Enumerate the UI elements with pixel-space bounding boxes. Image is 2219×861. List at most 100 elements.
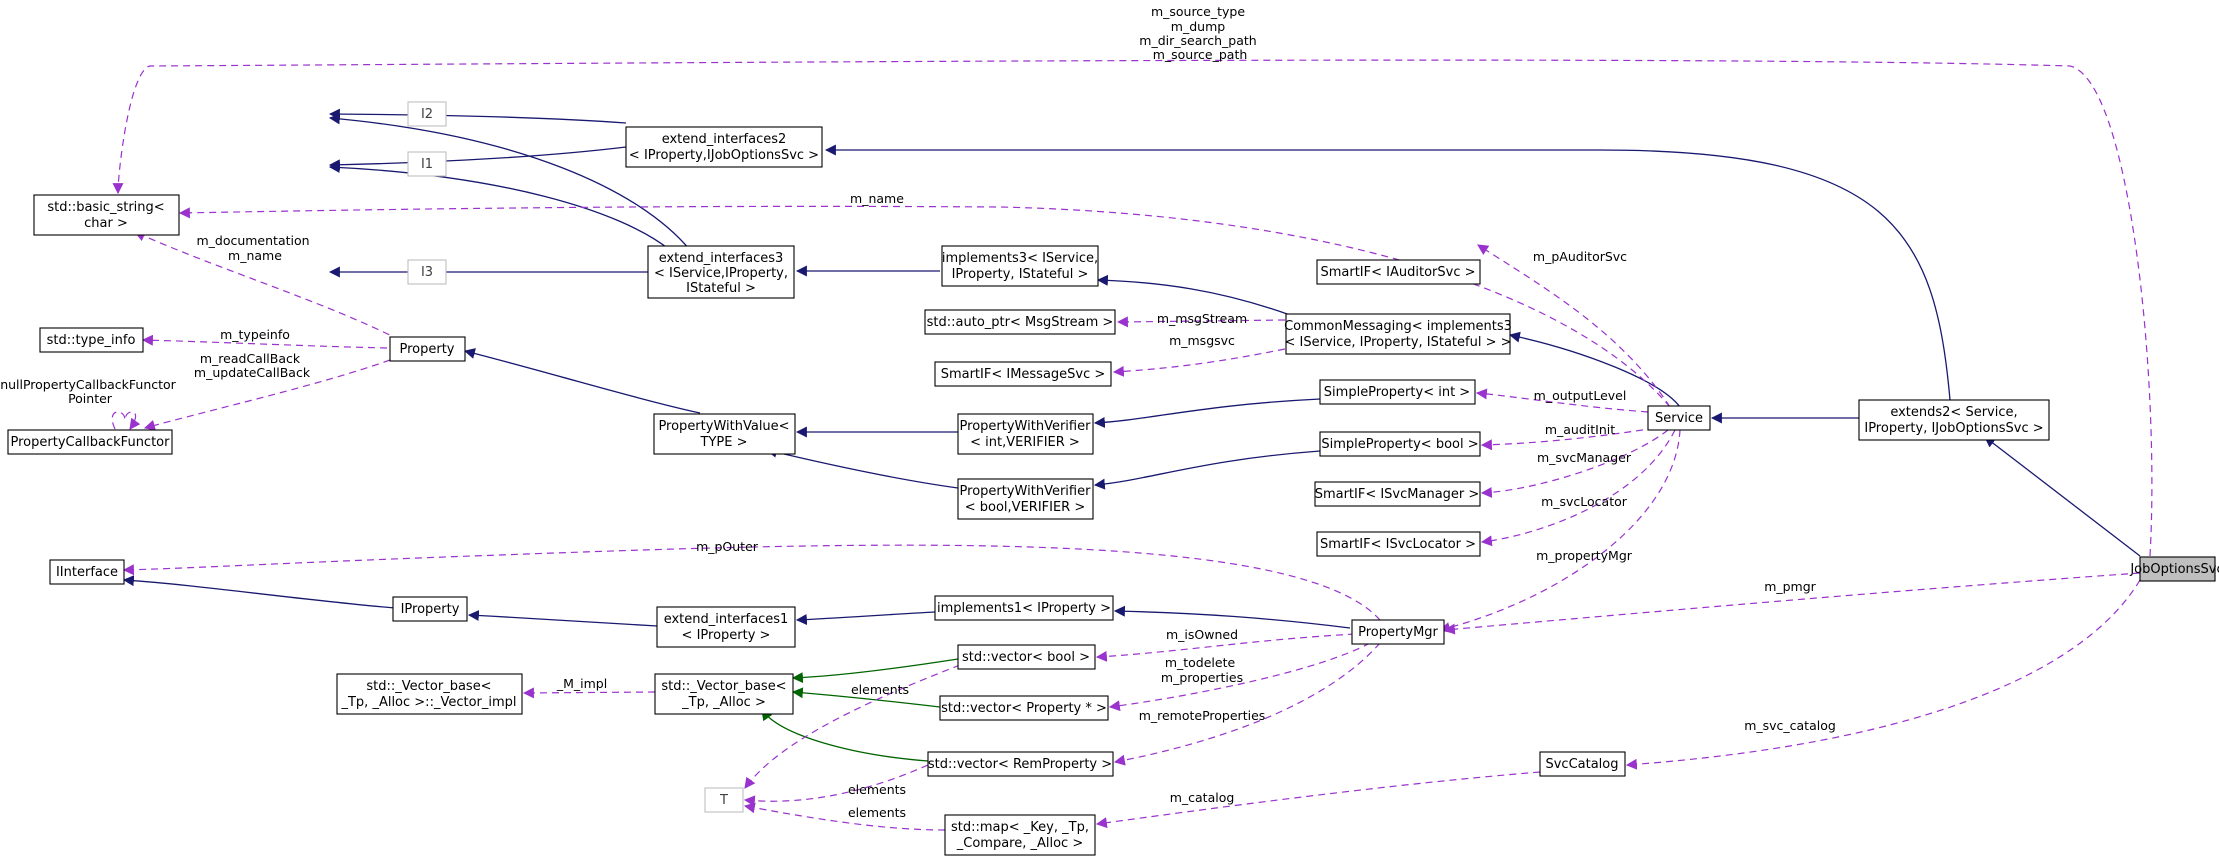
label-remote-properties: m_remoteProperties xyxy=(1139,708,1266,723)
svg-text:SimpleProperty< int >: SimpleProperty< int > xyxy=(1324,385,1470,400)
node-smartif-message-svc[interactable]: SmartIF< IMessageSvc > xyxy=(934,361,1112,387)
node-i2[interactable]: I2 xyxy=(407,101,447,127)
node-job-options-svc[interactable]: JobOptionsSvc xyxy=(2129,556,2219,582)
edge-remproperty-to-t xyxy=(743,764,929,807)
edge-vector-remproperty-to-vector-base xyxy=(761,709,929,762)
label-m-impl: _M_impl xyxy=(556,676,607,691)
svg-text:PropertyWithValue<TYPE >: PropertyWithValue<TYPE > xyxy=(658,419,789,450)
node-common-messaging[interactable]: CommonMessaging< implements3< IService, … xyxy=(1284,313,1512,355)
edge-extend-interfaces2-to-i2 xyxy=(328,108,627,124)
edge-job-options-svc-to-property-mgr xyxy=(1443,572,2141,635)
svg-text:T: T xyxy=(719,793,728,808)
node-svc-catalog[interactable]: SvcCatalog xyxy=(1539,751,1626,777)
edge-pwverifier-bool-to-pwv xyxy=(765,446,959,489)
node-vector-remproperty[interactable]: std::vector< RemProperty > xyxy=(927,751,1114,777)
edge-vector-property-to-vector-base xyxy=(791,687,941,708)
edge-service-to-simple-bool xyxy=(1480,427,1656,451)
svg-text:SvcCatalog: SvcCatalog xyxy=(1545,757,1618,772)
label-null-callback: nullPropertyCallbackFunctor Pointer xyxy=(0,377,180,406)
svg-text:SmartIF< ISvcLocator >: SmartIF< ISvcLocator > xyxy=(1320,537,1476,552)
edge-property-mgr-to-iinterface xyxy=(122,544,1381,621)
label-elements-1: elements xyxy=(851,682,909,697)
svg-text:extend_interfaces1< IProperty: extend_interfaces1< IProperty > xyxy=(664,612,789,643)
node-property-with-verifier-bool[interactable]: PropertyWithVerifier< bool,VERIFIER > xyxy=(957,478,1094,520)
edge-std-map-to-t xyxy=(743,802,946,831)
svg-text:std::_Vector_base<_Tp, _Alloc: std::_Vector_base<_Tp, _Alloc > xyxy=(661,679,786,710)
edge-extends2-to-extend-interfaces2 xyxy=(824,144,1951,401)
node-property[interactable]: Property xyxy=(389,336,466,362)
node-extends2[interactable]: extends2< Service,IProperty, IJobOptions… xyxy=(1858,399,2050,441)
label-svc-catalog: m_svc_catalog xyxy=(1744,718,1836,733)
node-i1[interactable]: I1 xyxy=(407,151,447,177)
svg-text:std::map< _Key, _Tp,_Compare,: std::map< _Key, _Tp,_Compare, _Alloc > xyxy=(951,820,1089,851)
node-implements1[interactable]: implements1< IProperty > xyxy=(934,595,1114,621)
node-callback-functor[interactable]: PropertyCallbackFunctor xyxy=(7,429,173,455)
svg-text:IInterface: IInterface xyxy=(56,565,118,580)
node-simple-property-int[interactable]: SimpleProperty< int > xyxy=(1319,379,1476,405)
edge-job-options-svc-to-extends2 xyxy=(1984,436,2141,557)
node-extend-interfaces1[interactable]: extend_interfaces1< IProperty > xyxy=(656,606,796,648)
svg-text:IProperty: IProperty xyxy=(401,602,460,617)
edge-iproperty-to-iinterface xyxy=(122,575,396,609)
edge-vector-base-to-impl xyxy=(522,687,656,699)
node-i3[interactable]: I3 xyxy=(407,259,447,285)
svg-text:std::vector< bool >: std::vector< bool > xyxy=(962,650,1090,665)
node-smartif-svc-locator[interactable]: SmartIF< ISvcLocator > xyxy=(1316,531,1481,557)
edge-extend-interfaces2-to-i1 xyxy=(328,146,627,171)
node-iinterface[interactable]: IInterface xyxy=(49,559,125,585)
svg-text:implements1< IProperty >: implements1< IProperty > xyxy=(937,601,1111,616)
node-extend-interfaces3[interactable]: extend_interfaces3< IService,IProperty,I… xyxy=(647,245,795,299)
edge-simple-bool-to-pwverifier-bool xyxy=(1093,450,1321,490)
edge-property-to-type-info xyxy=(141,334,388,349)
node-type-info[interactable]: std::type_info xyxy=(39,327,144,353)
edge-extend-interfaces3-to-i1 xyxy=(328,161,671,251)
svg-text:std::_Vector_base<_Tp, _Alloc: std::_Vector_base<_Tp, _Alloc >::_Vector… xyxy=(340,679,516,710)
svg-text:extend_interfaces3< IService,I: extend_interfaces3< IService,IProperty,I… xyxy=(654,251,788,296)
svg-text:Service: Service xyxy=(1655,411,1703,426)
edge-service-to-common-messaging xyxy=(1508,331,1681,408)
edge-common-messaging-to-implements3 xyxy=(1096,274,1291,316)
svg-text:extends2< Service,IProperty, I: extends2< Service,IProperty, IJobOptions… xyxy=(1864,405,2043,436)
edge-property-mgr-to-implements1 xyxy=(1113,605,1351,629)
svg-text:extend_interfaces2< IProperty,: extend_interfaces2< IProperty,IJobOption… xyxy=(629,132,819,163)
svg-text:PropertyMgr: PropertyMgr xyxy=(1358,625,1438,640)
svg-text:std::type_info: std::type_info xyxy=(47,333,136,348)
svg-text:CommonMessaging< implements3<: CommonMessaging< implements3< IService, … xyxy=(1284,319,1512,350)
node-extend-interfaces2[interactable]: extend_interfaces2< IProperty,IJobOption… xyxy=(625,126,823,168)
label-p-outer: m_pOuter xyxy=(696,539,759,554)
svg-text:std::vector< RemProperty >: std::vector< RemProperty > xyxy=(928,757,1112,772)
node-t[interactable]: T xyxy=(704,787,744,813)
label-typeinfo: m_typeinfo xyxy=(220,327,290,342)
node-iproperty[interactable]: IProperty xyxy=(392,596,468,622)
node-property-with-verifier-int[interactable]: PropertyWithVerifier< int,VERIFIER > xyxy=(957,413,1094,455)
node-service[interactable]: Service xyxy=(1647,405,1711,431)
edge-common-messaging-to-smartif-msg xyxy=(1112,348,1286,377)
node-smartif-auditor-svc[interactable]: SmartIF< IAuditorSvc > xyxy=(1316,259,1481,285)
label-is-owned: m_isOwned xyxy=(1166,627,1238,642)
label-todelete-properties: m_todelete m_properties xyxy=(1161,655,1243,685)
node-simple-property-bool[interactable]: SimpleProperty< bool > xyxy=(1319,431,1481,457)
node-std-map[interactable]: std::map< _Key, _Tp,_Compare, _Alloc > xyxy=(944,814,1096,856)
svg-text:std::vector< Property * >: std::vector< Property * > xyxy=(941,701,1107,716)
node-property-mgr[interactable]: PropertyMgr xyxy=(1351,619,1445,645)
node-vector-bool[interactable]: std::vector< bool > xyxy=(957,644,1096,670)
node-implements3[interactable]: implements3< IService,IProperty, IStatef… xyxy=(941,245,1099,287)
node-property-with-value[interactable]: PropertyWithValue<TYPE > xyxy=(653,413,796,455)
label-msgsvc: m_msgsvc xyxy=(1169,333,1235,348)
node-smartif-svc-manager[interactable]: SmartIF< ISvcManager > xyxy=(1314,481,1481,507)
svg-text:I1: I1 xyxy=(421,157,433,172)
edge-job-options-svc-to-basic-string xyxy=(112,59,2153,557)
node-auto-ptr[interactable]: std::auto_ptr< MsgStream > xyxy=(924,309,1116,335)
svg-text:SmartIF< IAuditorSvc >: SmartIF< IAuditorSvc > xyxy=(1320,265,1475,280)
edge-vector-bool-to-t xyxy=(744,664,961,789)
label-documentation-name: m_documentation m_name xyxy=(196,233,313,263)
svg-text:std::auto_ptr< MsgStream >: std::auto_ptr< MsgStream > xyxy=(927,315,1114,330)
label-msg-stream: m_msgStream xyxy=(1157,311,1247,326)
node-basic-string[interactable]: std::basic_string<char > xyxy=(33,194,180,236)
edge-service-to-smartif-auditor xyxy=(1477,244,1671,408)
node-vector-base-impl[interactable]: std::_Vector_base<_Tp, _Alloc >::_Vector… xyxy=(336,673,523,715)
label-name: m_name xyxy=(850,191,904,206)
node-vector-base[interactable]: std::_Vector_base<_Tp, _Alloc > xyxy=(654,673,794,715)
node-vector-property[interactable]: std::vector< Property * > xyxy=(939,695,1109,721)
